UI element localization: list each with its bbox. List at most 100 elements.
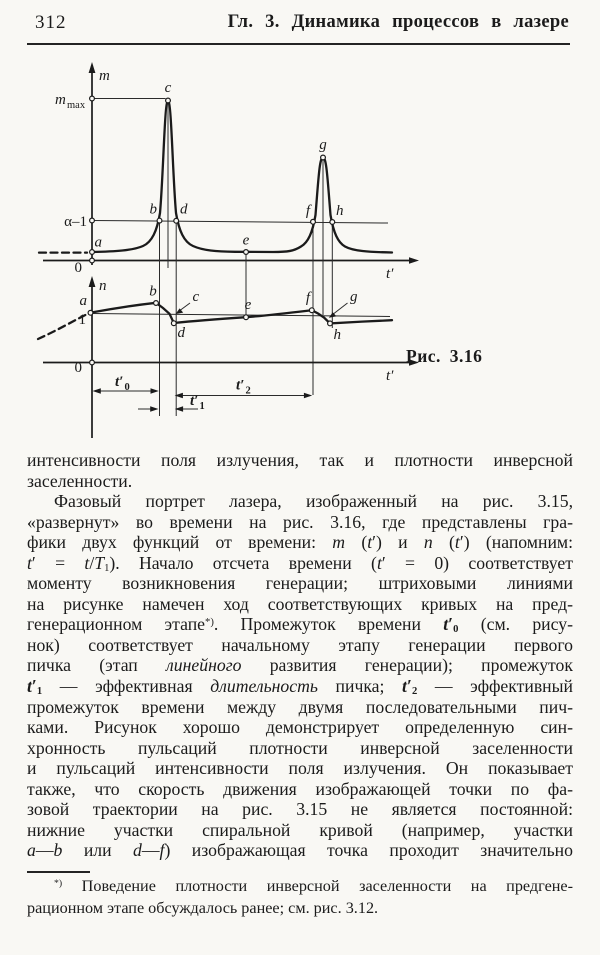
m-vs-t-graph: m m max α–1 0 t′ a b c d e f g h	[37, 62, 419, 416]
t-axis-label-top: t′	[386, 266, 394, 282]
point-h-top	[329, 219, 336, 226]
text-line: a—b или d—f) изображающая точка проходит…	[27, 840, 573, 861]
m-y-axis-arrow-icon	[88, 62, 96, 73]
footnote: *) Поведение плотности инверсной заселен…	[27, 876, 573, 920]
t1-sub-label: 1	[200, 401, 205, 412]
t0-sub-label: 0	[125, 382, 130, 393]
point-e-top	[243, 249, 250, 256]
text-line: рационном этапе обсуждалось ранее; см. р…	[27, 898, 379, 917]
text-line: на рисунке намечен ход соответствующих к…	[27, 593, 573, 614]
point-f-top	[310, 218, 317, 225]
text-line: t′1 — эффективная длительность пичка; t′…	[27, 676, 573, 697]
g-pointer-arrow-icon	[328, 312, 337, 318]
text-line: пичка (этап линейного развития генерации…	[27, 655, 573, 676]
label-g-bottom: g	[350, 289, 358, 305]
label-d-bottom: d	[178, 325, 186, 341]
point-g-top	[320, 154, 327, 161]
point-d-bottom	[170, 320, 177, 327]
threshold-line	[91, 220, 389, 224]
label-a-bottom: a	[80, 293, 88, 309]
chapter-header: Гл. 3. Динамика процессов в лазере	[227, 12, 569, 32]
label-c-bottom: c	[193, 289, 200, 305]
text-line: хронность пульсаций плотности инверсной …	[27, 737, 573, 758]
text-line: зовой траектории на рис. 3.15 не являетс…	[27, 799, 573, 820]
origin-label-bottom: 0	[75, 360, 83, 376]
text-line: промежуток времени между двумя последова…	[27, 696, 573, 717]
t2-right-arrow-icon	[303, 392, 313, 399]
text-line: «развернут» во времени на рис. 3.16, где…	[27, 511, 573, 532]
label-e-bottom: e	[245, 297, 252, 313]
text-line: также, что скорость движения изображающе…	[27, 778, 573, 799]
n-vs-t-graph: n 1 0 t′ a b c d e f g h t′ 0	[36, 276, 482, 438]
text-line: заселенности.	[27, 470, 133, 491]
g-pointer-line	[331, 302, 348, 316]
unit-level-label: 1	[79, 312, 87, 328]
t1-left-arrow-icon	[150, 406, 159, 412]
page-number: 312	[35, 12, 67, 33]
text-line: *) Поведение плотности инверсной заселен…	[54, 877, 573, 895]
point-h-bottom	[327, 320, 334, 327]
point-a-bottom	[87, 309, 94, 316]
label-f-top: f	[306, 203, 312, 219]
label-g-top: g	[319, 137, 327, 153]
t1-right-arrow-icon	[174, 406, 184, 412]
n-unit-level-line	[91, 313, 391, 317]
threshold-tick	[88, 217, 95, 224]
text-line: генерационном этапе*). Промежуток времен…	[27, 614, 573, 636]
origin-bottom	[88, 359, 95, 366]
point-e-bottom	[243, 314, 250, 321]
label-c-top: c	[165, 80, 172, 96]
header-rule	[27, 43, 570, 45]
point-f-bottom	[308, 307, 315, 314]
m-axis-label: m	[99, 68, 110, 84]
label-d-top: d	[180, 202, 188, 218]
text-line: нижние участки спиральной кривой (наприм…	[27, 819, 573, 840]
origin-label-top: 0	[75, 260, 83, 276]
point-b-top	[156, 217, 163, 224]
label-b-bottom: b	[149, 284, 157, 300]
label-h-top: h	[336, 203, 344, 219]
t2-left-arrow-icon	[174, 392, 183, 399]
t1-label: t′	[190, 393, 198, 409]
point-b-bottom	[152, 300, 159, 307]
n-curve	[88, 301, 394, 325]
m-x-axis-arrow-icon	[409, 257, 419, 264]
text-line: Фазовый портрет лазера, изображенный на …	[54, 491, 573, 512]
text-line: интенсивности поля излучения, так и плот…	[27, 450, 573, 470]
n-pregen-dashed-curve	[36, 312, 91, 341]
n-y-axis-arrow-icon	[88, 276, 96, 287]
text-line: ками. Рисунок хорошо демонстрирует опред…	[27, 717, 573, 738]
figure-3-16: m m max α–1 0 t′ a b c d e f g h	[36, 62, 482, 438]
point-c-top	[165, 97, 172, 104]
body-text: интенсивности поля излучения, так и плот…	[27, 450, 573, 861]
label-b-top: b	[150, 202, 158, 218]
label-f-bottom: f	[306, 290, 312, 306]
n-x-axis-arrow-icon	[409, 359, 419, 366]
t0-right-arrow-icon	[150, 388, 159, 394]
t2-sub-label: 2	[246, 386, 251, 397]
t2-label: t′	[236, 378, 244, 394]
m-max-sub-label: max	[67, 100, 86, 111]
t0-label: t′	[115, 374, 123, 390]
label-h-bottom: h	[334, 327, 342, 343]
text-line: t′ = t/T1). Начало отсчета времени (t′ =…	[27, 552, 573, 574]
point-d-top	[173, 217, 180, 224]
text-line: и пульсаций интенсивности поля излучения…	[27, 758, 573, 779]
label-e-top: e	[243, 233, 250, 249]
text-line: нок) соответствует начальному этапу гене…	[27, 634, 573, 655]
m-curve	[90, 99, 394, 254]
n-axis-label: n	[99, 278, 107, 294]
m-max-tick	[88, 95, 95, 102]
origin-top	[88, 257, 95, 264]
footnote-rule	[27, 871, 90, 873]
interval-t1: t′ 1	[138, 393, 205, 412]
m-max-label: m	[55, 92, 66, 108]
figure-caption: Рис. 3.16	[406, 346, 482, 366]
text-line: фики двух функций от времени: m (t′) и n…	[27, 532, 574, 553]
threshold-label: α–1	[64, 214, 87, 230]
point-a-top	[88, 249, 95, 256]
t-axis-label-bottom: t′	[386, 368, 394, 384]
t0-left-arrow-icon	[92, 388, 101, 394]
c-pointer-arrow-icon	[175, 308, 184, 314]
